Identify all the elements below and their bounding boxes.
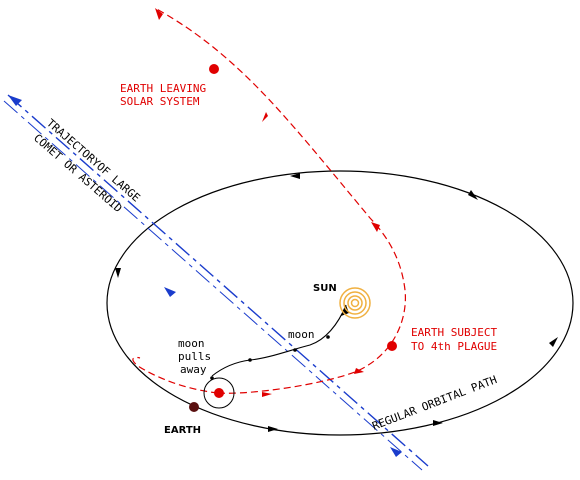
label-moon-pulls-2: pulls xyxy=(178,350,211,363)
comet-arrow-low xyxy=(390,447,402,457)
label-sun: SUN xyxy=(313,283,337,294)
escape-arrow-upper xyxy=(262,112,268,122)
orbit-arrow-top xyxy=(290,173,300,179)
escape-arrow-low xyxy=(354,368,364,374)
moon-loop-circle xyxy=(203,377,235,409)
earth-escape-path xyxy=(154,7,407,394)
regular-orbit-path xyxy=(106,170,574,436)
comet-arrow-top xyxy=(8,95,22,106)
moon-arrow xyxy=(341,305,349,316)
orbit-arrow-left xyxy=(115,268,121,278)
orbit-arrow-right-top xyxy=(468,190,478,200)
comet-trajectory-line-b xyxy=(3,100,423,471)
earth-subject-dot xyxy=(387,341,397,351)
earth-leaving-dot xyxy=(209,64,219,74)
earth-icon xyxy=(189,402,199,412)
moon-path-dot-3 xyxy=(326,335,330,339)
label-earth-subject-2: TO 4th PLAGUE xyxy=(411,340,497,353)
escape-arrow-bottom xyxy=(262,392,272,397)
sun-icon xyxy=(339,287,371,319)
moon-path-dot-2 xyxy=(293,348,297,352)
label-earth-subject-1: EARTH SUBJECT xyxy=(411,326,497,339)
comet-arrow-mid xyxy=(164,287,176,297)
label-moon: moon xyxy=(288,328,315,341)
escape-arrow-mid xyxy=(371,222,380,232)
escape-arrow-top xyxy=(155,8,163,20)
label-earth: EARTH xyxy=(164,425,201,436)
label-earth-leaving-2: SOLAR SYSTEM xyxy=(120,95,200,108)
label-moon-pulls-1: moon xyxy=(178,337,205,350)
orbit-arrow-bottom xyxy=(268,426,278,432)
orbit-arrow-bottom-right xyxy=(433,420,443,426)
label-earth-leaving-1: EARTH LEAVING xyxy=(120,82,206,95)
escape-path-lower-curve xyxy=(132,356,219,394)
moon-loop-dot xyxy=(210,376,214,380)
comet-trajectory-line-a xyxy=(7,94,429,467)
label-moon-pulls-3: away xyxy=(180,363,207,376)
orbit-arrow-right xyxy=(549,337,558,347)
earth-captured-dot xyxy=(214,388,224,398)
moon-path-dot-1 xyxy=(248,358,252,362)
moon-path xyxy=(211,304,347,377)
